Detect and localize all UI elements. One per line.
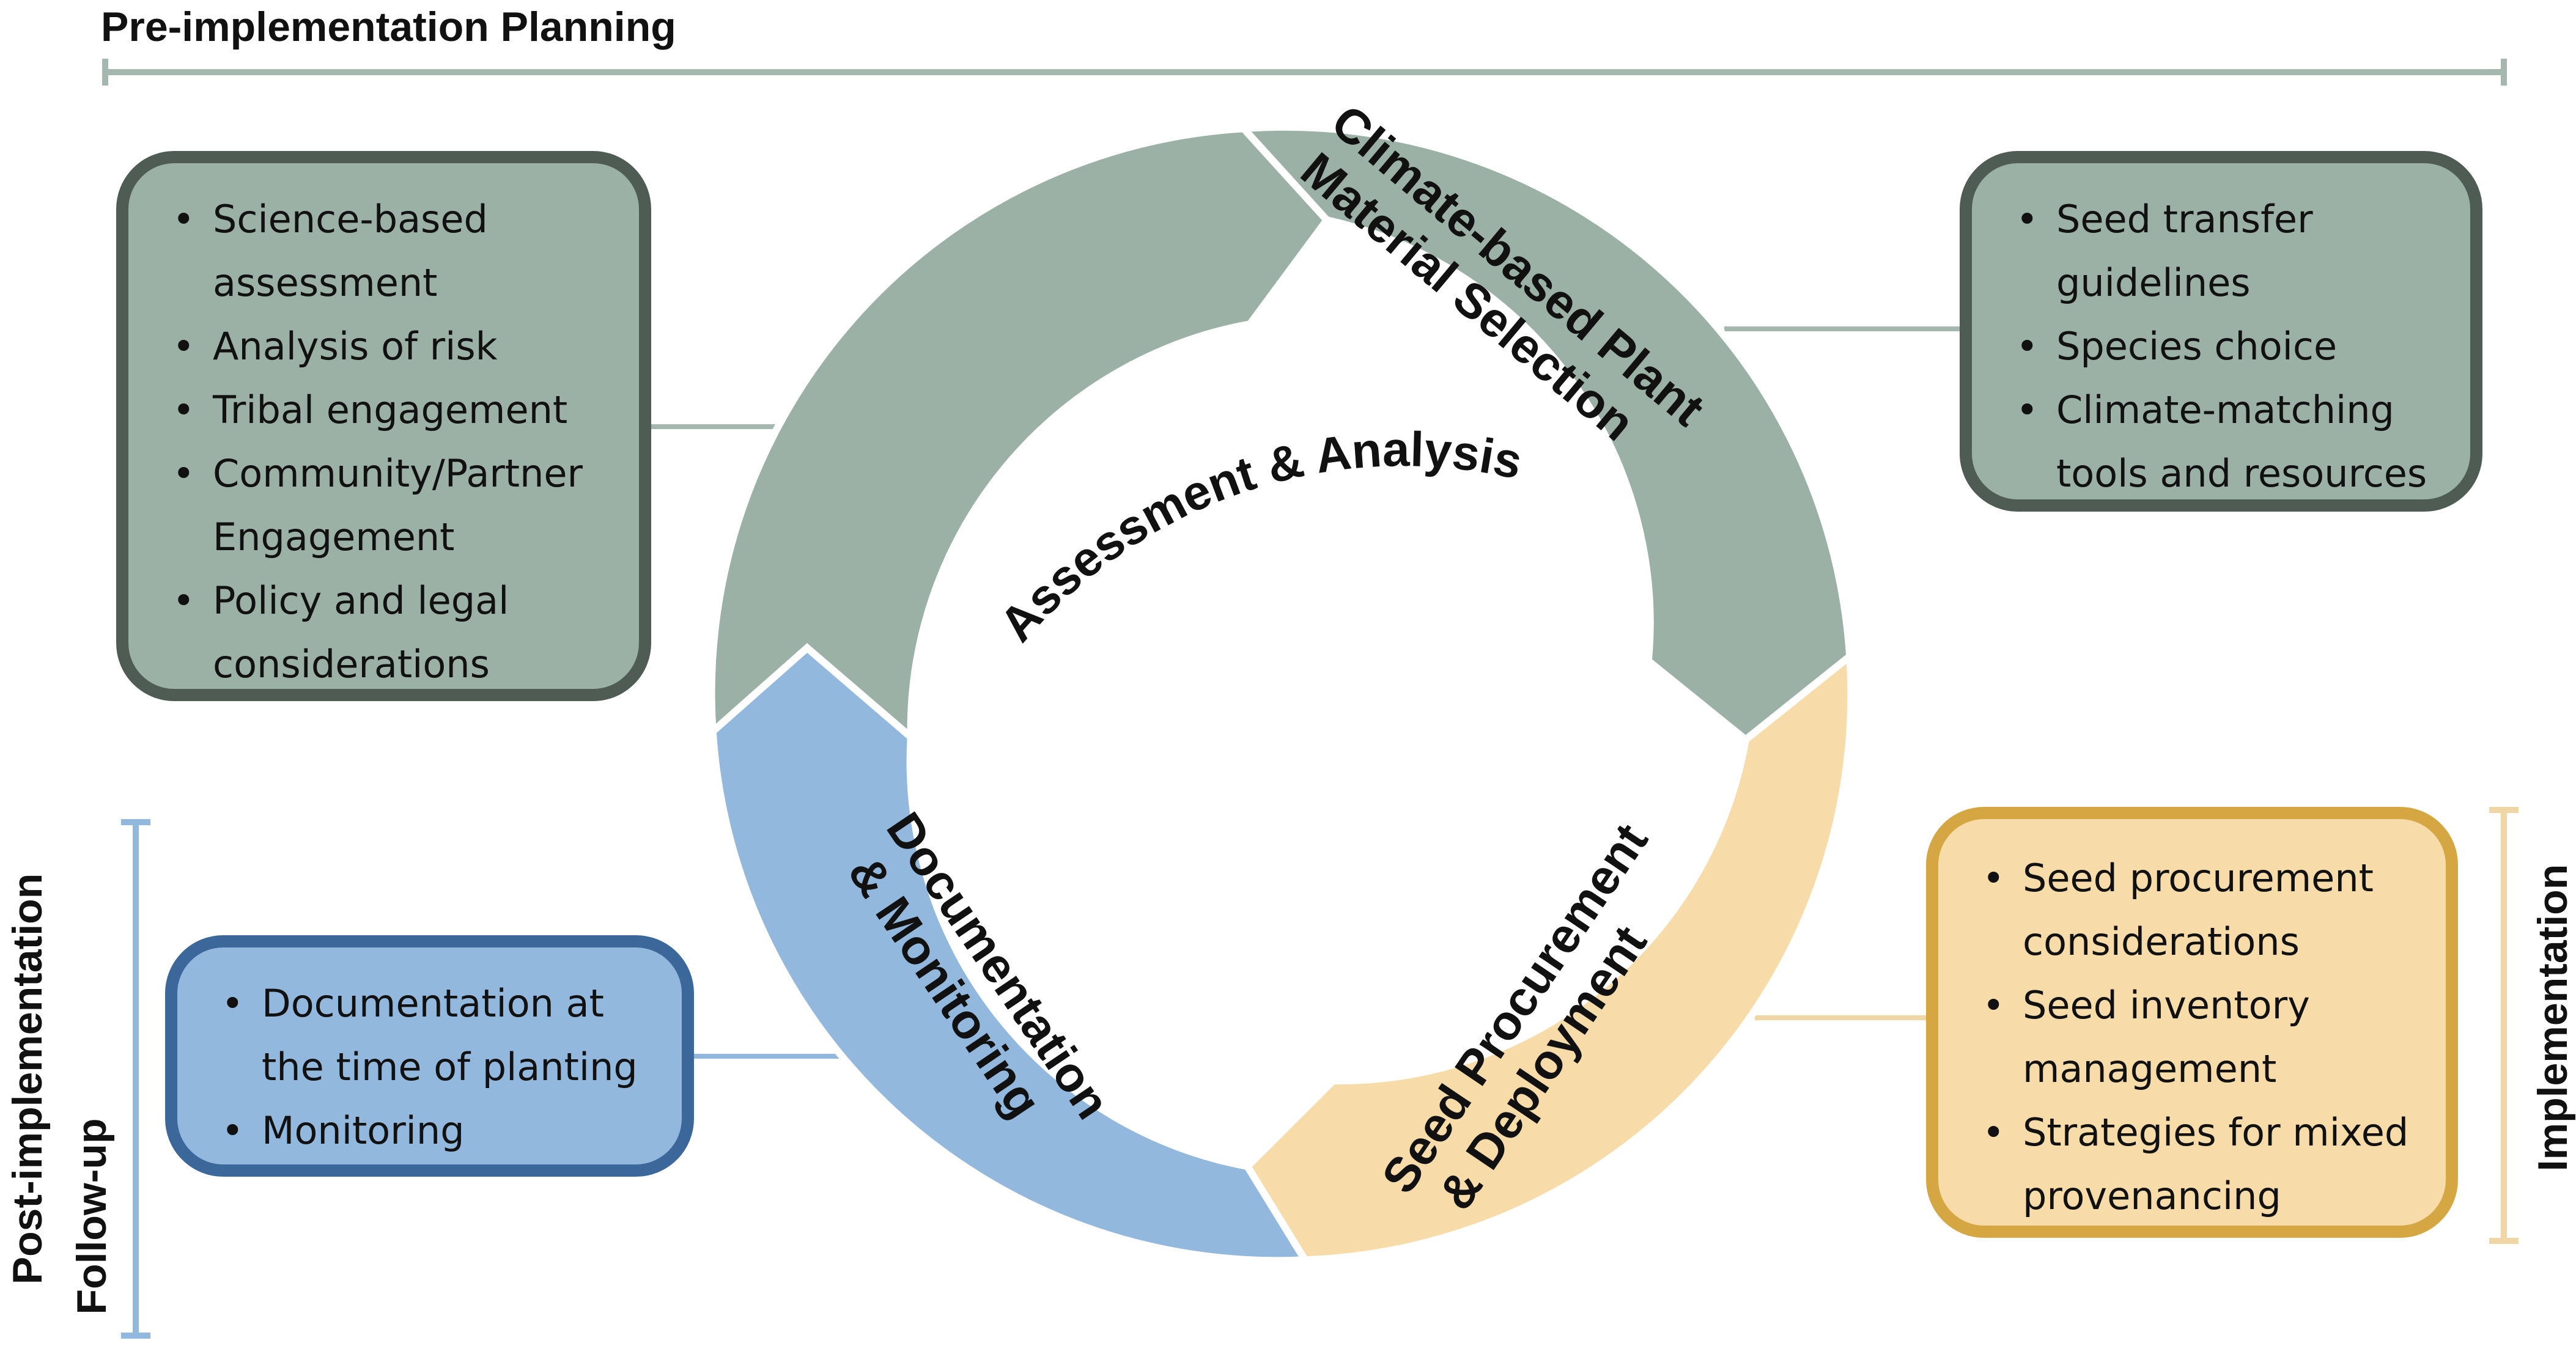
bullet-icon: • [221,1108,244,1153]
bullet-icon: • [1982,856,2005,900]
list-item: •Science-based [159,188,621,251]
list-item: •Monitoring [208,1099,670,1163]
implementation-bracket [2489,807,2519,1244]
list-item: •Tribal engagement [159,378,621,442]
phase-label-post-implementation: Post-implementation [4,873,51,1285]
bullet-icon: • [2016,388,2039,432]
list-item: •Seed procurement [1969,847,2434,910]
list-item: management [2023,1046,2277,1091]
list-item: •Policy and legal [159,569,621,633]
list-item: tools and resources [2056,451,2427,496]
bullet-icon: • [1982,1110,2005,1155]
list-item: •Community/Partner [159,442,621,506]
phase-label-implementation: Implementation [2530,864,2576,1172]
ring-segment-climate [1236,123,1854,745]
phase-label-pre-implementation: Pre-implementation Planning [101,4,676,50]
bullet-icon: • [2016,197,2039,241]
pre-implementation-bracket [102,59,2507,86]
list-item: provenancing [2023,1174,2281,1218]
seed-details-list: •Seed procurement considerations •Seed i… [1969,847,2434,1228]
list-item: the time of planting [262,1045,638,1089]
assessment-details-list: •Science-based assessment •Analysis of r… [159,188,621,696]
bullet-icon: • [172,388,195,432]
bullet-icon: • [172,578,195,623]
documentation-details-box: •Documentation at the time of planting •… [165,935,694,1177]
list-item: •Seed inventory [1969,974,2434,1037]
list-item: assessment [213,260,438,305]
documentation-details-list: •Documentation at the time of planting •… [208,972,670,1163]
ring-segment-documentation [709,643,1312,1265]
climate-details-list: •Seed transfer guidelines •Species choic… [2002,188,2458,506]
post-implementation-bracket [121,819,150,1339]
bullet-icon: • [221,981,244,1026]
seed-details-box: •Seed procurement considerations •Seed i… [1926,807,2458,1238]
climate-details-box: •Seed transfer guidelines •Species choic… [1960,151,2482,512]
phase-label-follow-up: Follow-up [68,1118,115,1315]
list-item: •Strategies for mixed [1969,1101,2434,1164]
list-item: considerations [2023,919,2300,964]
bullet-icon: • [172,451,195,496]
list-item: considerations [213,642,490,686]
bullet-icon: • [1982,983,2005,1028]
list-item: guidelines [2056,260,2251,305]
ring-segment-seed [1242,649,1855,1264]
ring-label-assessment: Assessment & Analysis [989,422,1527,652]
ring-segment-assessment [707,125,1332,741]
bullet-icon: • [2016,324,2039,369]
bullet-icon: • [172,197,195,241]
assessment-details-box: •Science-based assessment •Analysis of r… [116,151,651,701]
list-item: •Seed transfer [2002,188,2458,251]
list-item: •Analysis of risk [159,315,621,378]
bullet-icon: • [172,324,195,369]
list-item: Engagement [213,515,455,559]
list-item: •Documentation at [208,972,670,1035]
list-item: •Climate-matching [2002,378,2458,442]
list-item: •Species choice [2002,315,2458,378]
